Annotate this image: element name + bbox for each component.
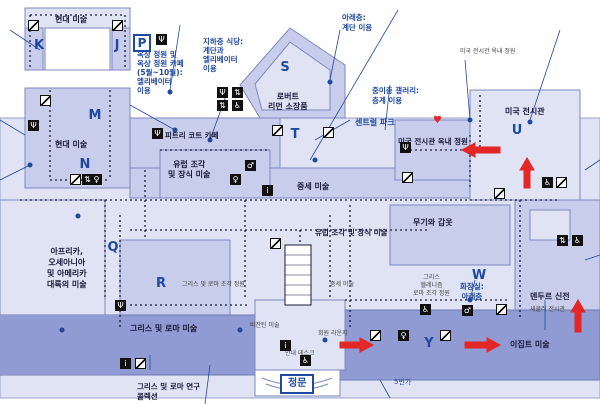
label-euro-sculpture: 유럽 조각 및 장식 미술 <box>168 160 211 179</box>
letter-w: W <box>471 268 487 283</box>
restroom-icon: ♀ <box>398 330 409 341</box>
stairs-icon <box>496 304 507 315</box>
stairs-icon <box>270 238 281 249</box>
stairs-icon <box>370 330 381 341</box>
main-entrance-label[interactable]: 정문 <box>280 374 315 394</box>
restroom-icon: ♂ <box>245 160 256 171</box>
label-rooftop: 옥상 정원 및 옥상 정원 카페 (5월~10월): 엘리베이터 이용 <box>137 50 184 95</box>
letter-n: N <box>79 157 91 172</box>
letter-m: M <box>88 108 102 123</box>
label-fifth-ave: 5번가 <box>394 378 412 386</box>
euro-sculpture-block <box>159 149 271 199</box>
arrow-temple-up <box>570 299 586 333</box>
elevator-icon: ⇅ <box>232 87 243 98</box>
letter-s: S <box>280 60 290 75</box>
stairs-icon <box>556 177 567 188</box>
elevator-icon: ⇅ <box>82 174 93 185</box>
restaurant-icon: Ψ <box>156 34 167 45</box>
arrow-egypt-right <box>464 337 502 353</box>
elevator-icon: ⇅ <box>557 235 568 246</box>
letter-j: J <box>114 38 120 53</box>
info-icon[interactable]: i <box>120 358 131 369</box>
label-greek-study: 그리스 및 로마 연구 콜렉션 <box>137 382 201 401</box>
r-block <box>119 239 231 321</box>
restaurant-icon: Ψ <box>115 300 126 311</box>
label-egypt: 이집트 미술 <box>510 340 550 349</box>
stairs-icon <box>323 127 334 138</box>
restroom-icon: ♀ <box>230 174 241 185</box>
label-lower-floor: 아래층: 계단 이용 <box>342 13 373 32</box>
label-temple: 덴두르 신전 <box>530 292 570 301</box>
restaurant-icon: Ψ <box>28 120 39 131</box>
label-central-park: 센트럴 파크 <box>355 118 395 127</box>
letter-r: R <box>155 276 166 291</box>
elevator-icon: ⇅ <box>217 100 228 111</box>
letter-u: U <box>511 123 523 138</box>
stairs-icon <box>112 20 123 31</box>
letter-p: P <box>133 34 151 52</box>
label-africa: 아프리카, 오세아니아 및 아메리카 대륙의 미술 <box>47 247 87 289</box>
label-lehman: 로버트 리먼 소장품 <box>268 92 308 111</box>
arms-armor-block <box>389 204 511 266</box>
label-euro-sculpture-2: 유럽 조각 및 장식 미술 <box>315 228 388 237</box>
arrow-greek-right <box>339 337 375 353</box>
letter-y: Y <box>424 336 434 351</box>
label-petrie-cafe: 피트리 코트 카페 <box>165 131 219 140</box>
wheelchair-icon: ♿ <box>420 304 431 315</box>
label-medieval: 중세 미술 <box>297 182 330 191</box>
wheelchair-icon: ♿ <box>300 355 311 366</box>
restroom-icon: ♀ <box>91 174 102 185</box>
stairs-icon <box>70 174 81 185</box>
modern-wing-top-inner <box>44 27 111 71</box>
wheelchair-icon: ♿ <box>542 177 553 188</box>
label-member: 회원 라운지 <box>318 330 348 337</box>
stairs-icon <box>440 330 451 341</box>
label-egypt-sub: 새클러 전시관 <box>530 306 566 313</box>
stairs-icon <box>272 125 283 136</box>
africa-block <box>0 199 106 316</box>
arrow-american-up <box>519 157 535 189</box>
red-arrows <box>339 142 586 353</box>
label-greek-sub2: 그리스 헬레니즘 로마 조각 정원 <box>413 274 450 297</box>
label-medieval-sub: 중세 미술 <box>330 281 354 288</box>
wheelchair-icon: ♿ <box>572 235 583 246</box>
stairs-icon <box>135 358 146 369</box>
letter-q: Q <box>107 240 119 255</box>
label-american-garden-note: 미국 전시관 옥내 정원 <box>460 48 516 55</box>
label-arms-armor: 무기와 갑옷 <box>413 218 453 227</box>
label-byzantine: 비잔틴 미술 <box>250 322 280 329</box>
letter-k: K <box>33 38 45 53</box>
label-modern-mid: 현대 미술 <box>55 140 88 149</box>
stairs-icon <box>40 95 51 106</box>
label-greek-roman: 그리스 및 로마 미술 <box>130 324 198 333</box>
info-icon[interactable]: i <box>262 185 273 196</box>
info-icon[interactable]: i <box>280 340 291 351</box>
label-american-wing: 미국 전시관 <box>505 107 545 116</box>
stairs-icon <box>494 188 505 199</box>
label-info-desk: 안내 데스크 <box>285 350 315 357</box>
label-basement-dining: 지하층 식당: 계단과 엘리베이터 이용 <box>203 37 244 73</box>
restaurant-icon: Ψ <box>217 87 228 98</box>
greek-roman-left <box>0 315 120 375</box>
wheelchair-icon: ♿ <box>232 100 243 111</box>
restaurant-icon: Ψ <box>400 142 411 153</box>
label-restroom: 화장실: 아래층 <box>460 282 484 301</box>
label-modern-top: 현대 미술 <box>55 15 88 24</box>
stairs-icon <box>402 172 413 183</box>
staircase-treads <box>285 254 311 296</box>
label-american-garden: 미국 전시관 옥내 정원 <box>398 137 468 146</box>
arrow-american-left <box>460 142 501 158</box>
letter-t: T <box>290 127 300 142</box>
label-mezzanine: 중이층 갤러리: 층계 이용 <box>372 86 420 105</box>
restaurant-icon: Ψ <box>152 128 163 139</box>
lehman-inner <box>254 41 331 111</box>
heart-icon: ♥ <box>433 115 442 126</box>
label-greek-sub: 그리스 및 로마 조각 정원 <box>182 281 245 288</box>
restroom-icon: ♂ <box>462 305 473 316</box>
stairs-icon <box>28 20 39 31</box>
